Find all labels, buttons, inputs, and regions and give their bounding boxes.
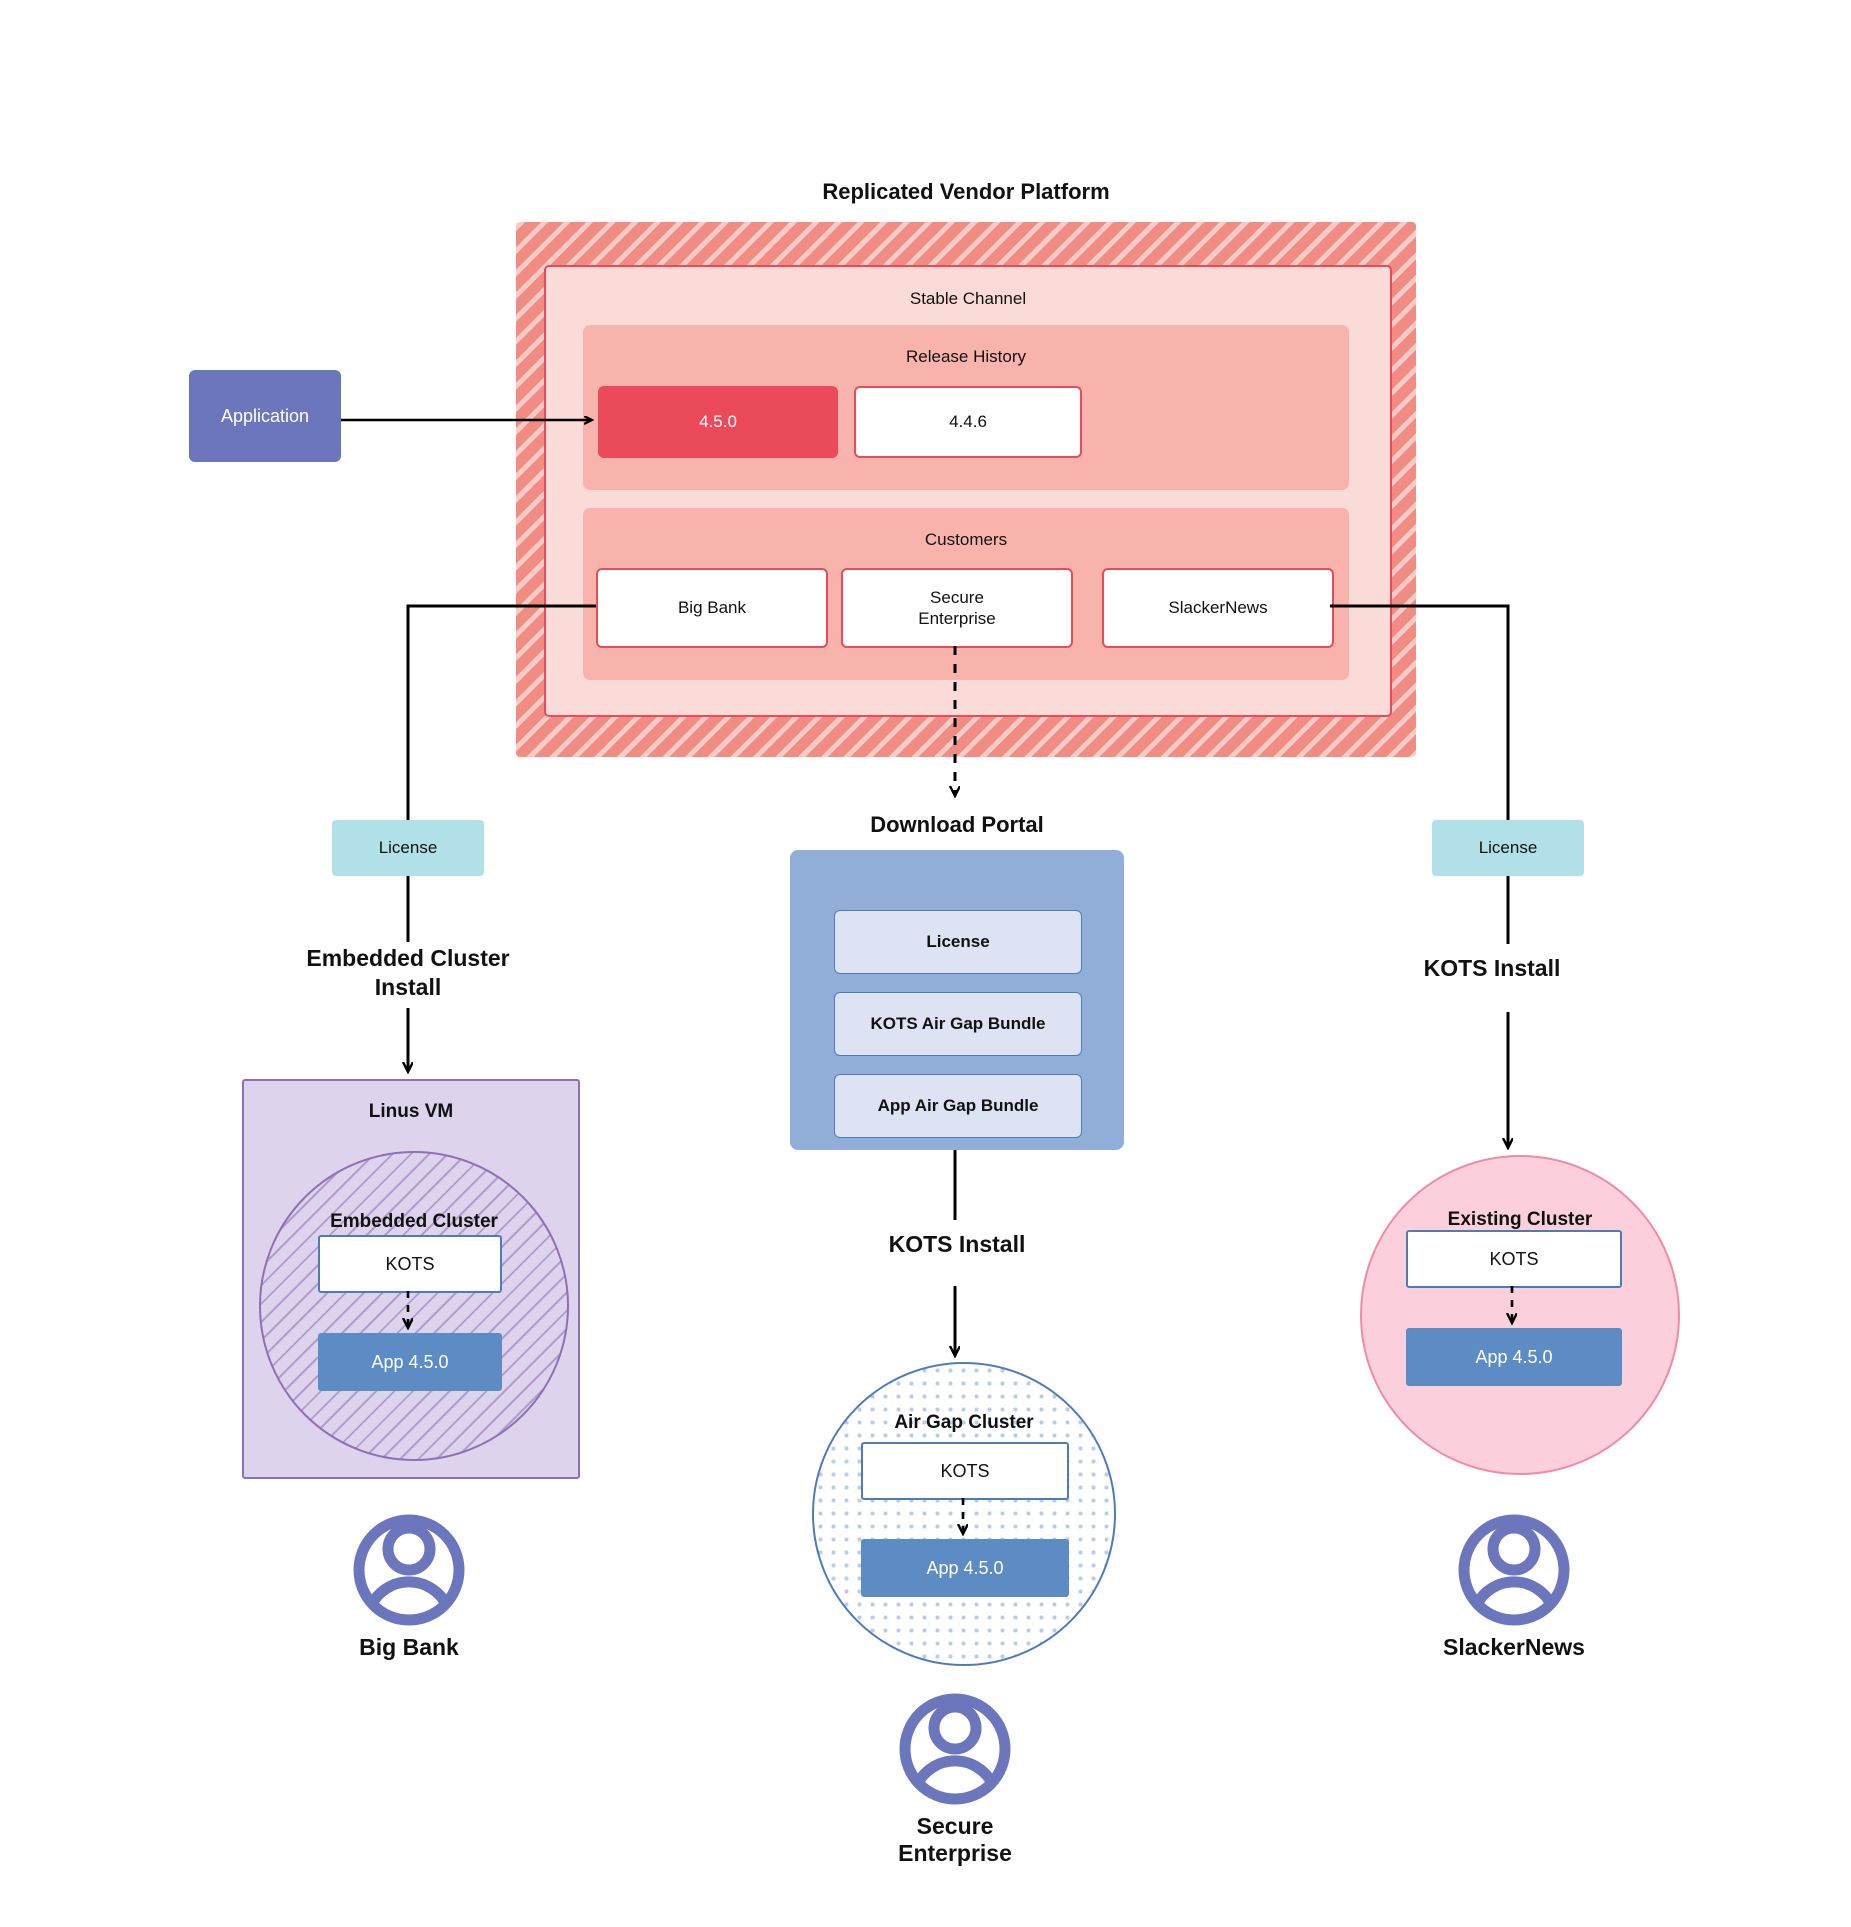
persona-label-big-bank: Big Bank: [359, 1634, 459, 1660]
kots-component-existing[interactable]: KOTS: [1406, 1230, 1622, 1288]
application-node[interactable]: Application: [189, 370, 341, 462]
release-item-active[interactable]: 4.5.0: [598, 386, 838, 458]
customer-secure-enterprise[interactable]: Secure Enterprise: [841, 568, 1073, 648]
existing-cluster-title: Existing Cluster: [1447, 1209, 1593, 1230]
edge-label-embedded-cluster-install: Embedded Cluster Install: [306, 945, 510, 1000]
app-component-existing[interactable]: App 4.5.0: [1406, 1328, 1622, 1386]
customer-slackernews[interactable]: SlackerNews: [1102, 568, 1334, 648]
avatar-slackernews: [1458, 1514, 1570, 1626]
kots-component-airgap[interactable]: KOTS: [861, 1442, 1069, 1500]
download-item-app-air-gap-bundle[interactable]: App Air Gap Bundle: [834, 1074, 1082, 1138]
license-chip-left[interactable]: License: [332, 820, 484, 876]
linux-vm-title: Linus VM: [368, 1101, 454, 1122]
avatar-big-bank: [353, 1514, 465, 1626]
edge-label-kots-install-right: KOTS Install: [1423, 954, 1561, 981]
kots-component-embedded[interactable]: KOTS: [318, 1235, 502, 1293]
app-component-embedded[interactable]: App 4.5.0: [318, 1333, 502, 1391]
air-gap-cluster-title: Air Gap Cluster: [894, 1412, 1034, 1433]
release-history-title: Release History: [906, 347, 1026, 366]
edge-label-kots-install-center: KOTS Install: [888, 1230, 1026, 1257]
persona-label-secure-enterprise: Secure Enterprise: [898, 1813, 1012, 1866]
download-item-license[interactable]: License: [834, 910, 1082, 974]
app-component-airgap[interactable]: App 4.5.0: [861, 1539, 1069, 1597]
avatar-secure-enterprise: [899, 1693, 1011, 1805]
release-item[interactable]: 4.4.6: [854, 386, 1082, 458]
persona-label-slackernews: SlackerNews: [1443, 1634, 1585, 1660]
embedded-cluster-title: Embedded Cluster: [330, 1211, 498, 1232]
existing-cluster-circle: Existing Cluster: [1360, 1155, 1680, 1475]
embedded-cluster-circle: Embedded Cluster: [259, 1151, 569, 1461]
diagram-title: Replicated Vendor Platform: [822, 179, 1110, 205]
air-gap-cluster-circle: Air Gap Cluster: [812, 1362, 1116, 1666]
customers-title: Customers: [924, 530, 1008, 549]
customer-big-bank[interactable]: Big Bank: [596, 568, 828, 648]
license-chip-right[interactable]: License: [1432, 820, 1584, 876]
download-portal-title: Download Portal: [870, 812, 1044, 838]
download-item-kots-air-gap-bundle[interactable]: KOTS Air Gap Bundle: [834, 992, 1082, 1056]
stable-channel-title: Stable Channel: [909, 289, 1027, 308]
